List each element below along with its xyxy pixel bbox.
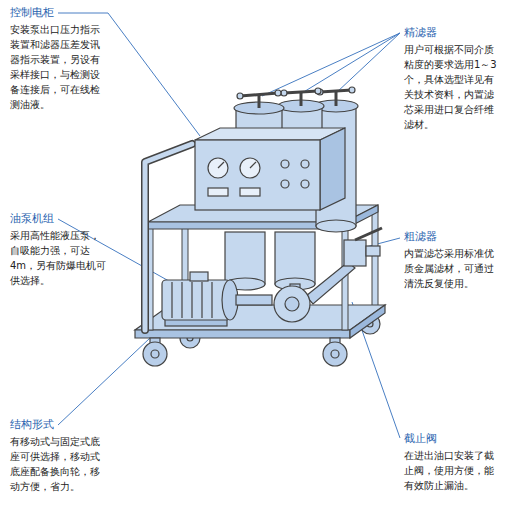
- leader-line: [262, 33, 400, 96]
- fine-filter: [240, 93, 278, 96]
- fine-filter: [237, 93, 243, 99]
- fine-filter: [284, 91, 318, 93]
- callout-title: 截止阀: [404, 432, 437, 446]
- control-cabinet: [240, 158, 260, 178]
- shutoff-valve: [344, 228, 382, 266]
- callout-title: 精滤器: [404, 26, 437, 40]
- control-cabinet: [195, 128, 345, 210]
- callout-text: 在进出油口安装了截 止阀，使用方便，能 有效防止漏油。: [404, 448, 502, 493]
- callout-text: 采用高性能液压泵， 自吸能力强，可达 4m，另有防爆电机可 供选择。: [10, 228, 108, 288]
- leader-line: [58, 338, 150, 425]
- control-cabinet: [240, 188, 260, 196]
- callout-text: 安装泵出口压力指示 装置和滤器压差发讯 器指示装置，另设有 采样接口，与检测设 …: [10, 22, 108, 112]
- motor: [211, 282, 212, 318]
- control-cabinet: [281, 180, 289, 188]
- fine-filter: [320, 90, 352, 92]
- fine-filter: [316, 220, 356, 232]
- cart-base: [350, 305, 385, 338]
- coarse-filter: [225, 232, 315, 290]
- control-cabinet: [250, 162, 256, 168]
- pump-pipe: [274, 286, 310, 322]
- leader-line: [302, 33, 400, 93]
- fine-filter: [258, 94, 261, 108]
- cart-post: [147, 226, 348, 330]
- coarse-filter: [225, 232, 265, 284]
- fine-filter: [315, 88, 321, 94]
- control-cabinet: [281, 160, 289, 168]
- front-wheel: [143, 342, 167, 366]
- callout-title: 结构形式: [10, 418, 54, 432]
- shutoff-valve: [344, 240, 366, 266]
- control-cabinet: [320, 128, 345, 210]
- front-wheel: [323, 342, 347, 366]
- control-cabinet: [195, 140, 320, 210]
- push-handle: [145, 144, 192, 330]
- front-wheel: [143, 338, 347, 366]
- callout-title: 粗滤器: [404, 230, 437, 244]
- front-wheel: [331, 350, 339, 358]
- fine-filter: [275, 90, 281, 96]
- fine-filter: [349, 87, 355, 93]
- motor: [191, 282, 192, 318]
- motor: [190, 272, 208, 281]
- coarse-filter: [275, 232, 315, 284]
- push-handle: [145, 144, 192, 330]
- cart-base: [135, 330, 350, 338]
- callout-title: 油泵机组: [10, 212, 54, 226]
- pump-pipe: [236, 262, 355, 322]
- motor: [201, 282, 202, 318]
- leader-line: [58, 13, 400, 438]
- front-wheel: [151, 350, 159, 358]
- motor: [162, 272, 238, 326]
- motor: [181, 282, 182, 318]
- push-handle: [145, 144, 192, 330]
- callout-text: 内置滤芯采用标准优 质金属滤材，可通过 清洗反复使用。: [404, 246, 502, 291]
- motor: [162, 280, 230, 320]
- fine-filter: [300, 92, 303, 106]
- callout-text: 用户可根据不同介质 粘度的要求选用1～3 个，具体选型详见有 关技术资料，内置滤…: [404, 42, 502, 132]
- shutoff-valve: [366, 246, 380, 256]
- control-cabinet: [301, 180, 309, 188]
- shutoff-valve: [355, 228, 382, 240]
- control-cabinet: [208, 158, 228, 178]
- fine-filter: [281, 90, 287, 96]
- control-cabinet: [301, 160, 309, 168]
- callout-title: 控制电柜: [10, 6, 54, 20]
- callout-text: 有移动式与固定式底 座可供选择，移动式 底座配备换向轮，移 动方便，省力。: [10, 434, 108, 494]
- control-cabinet: [218, 162, 224, 168]
- fine-filter: [335, 92, 338, 106]
- leader-line: [336, 33, 400, 93]
- pump-pipe: [285, 297, 299, 311]
- motor: [171, 282, 172, 318]
- pump-pipe: [236, 295, 272, 305]
- control-cabinet: [208, 188, 228, 196]
- pump-pipe: [306, 262, 355, 304]
